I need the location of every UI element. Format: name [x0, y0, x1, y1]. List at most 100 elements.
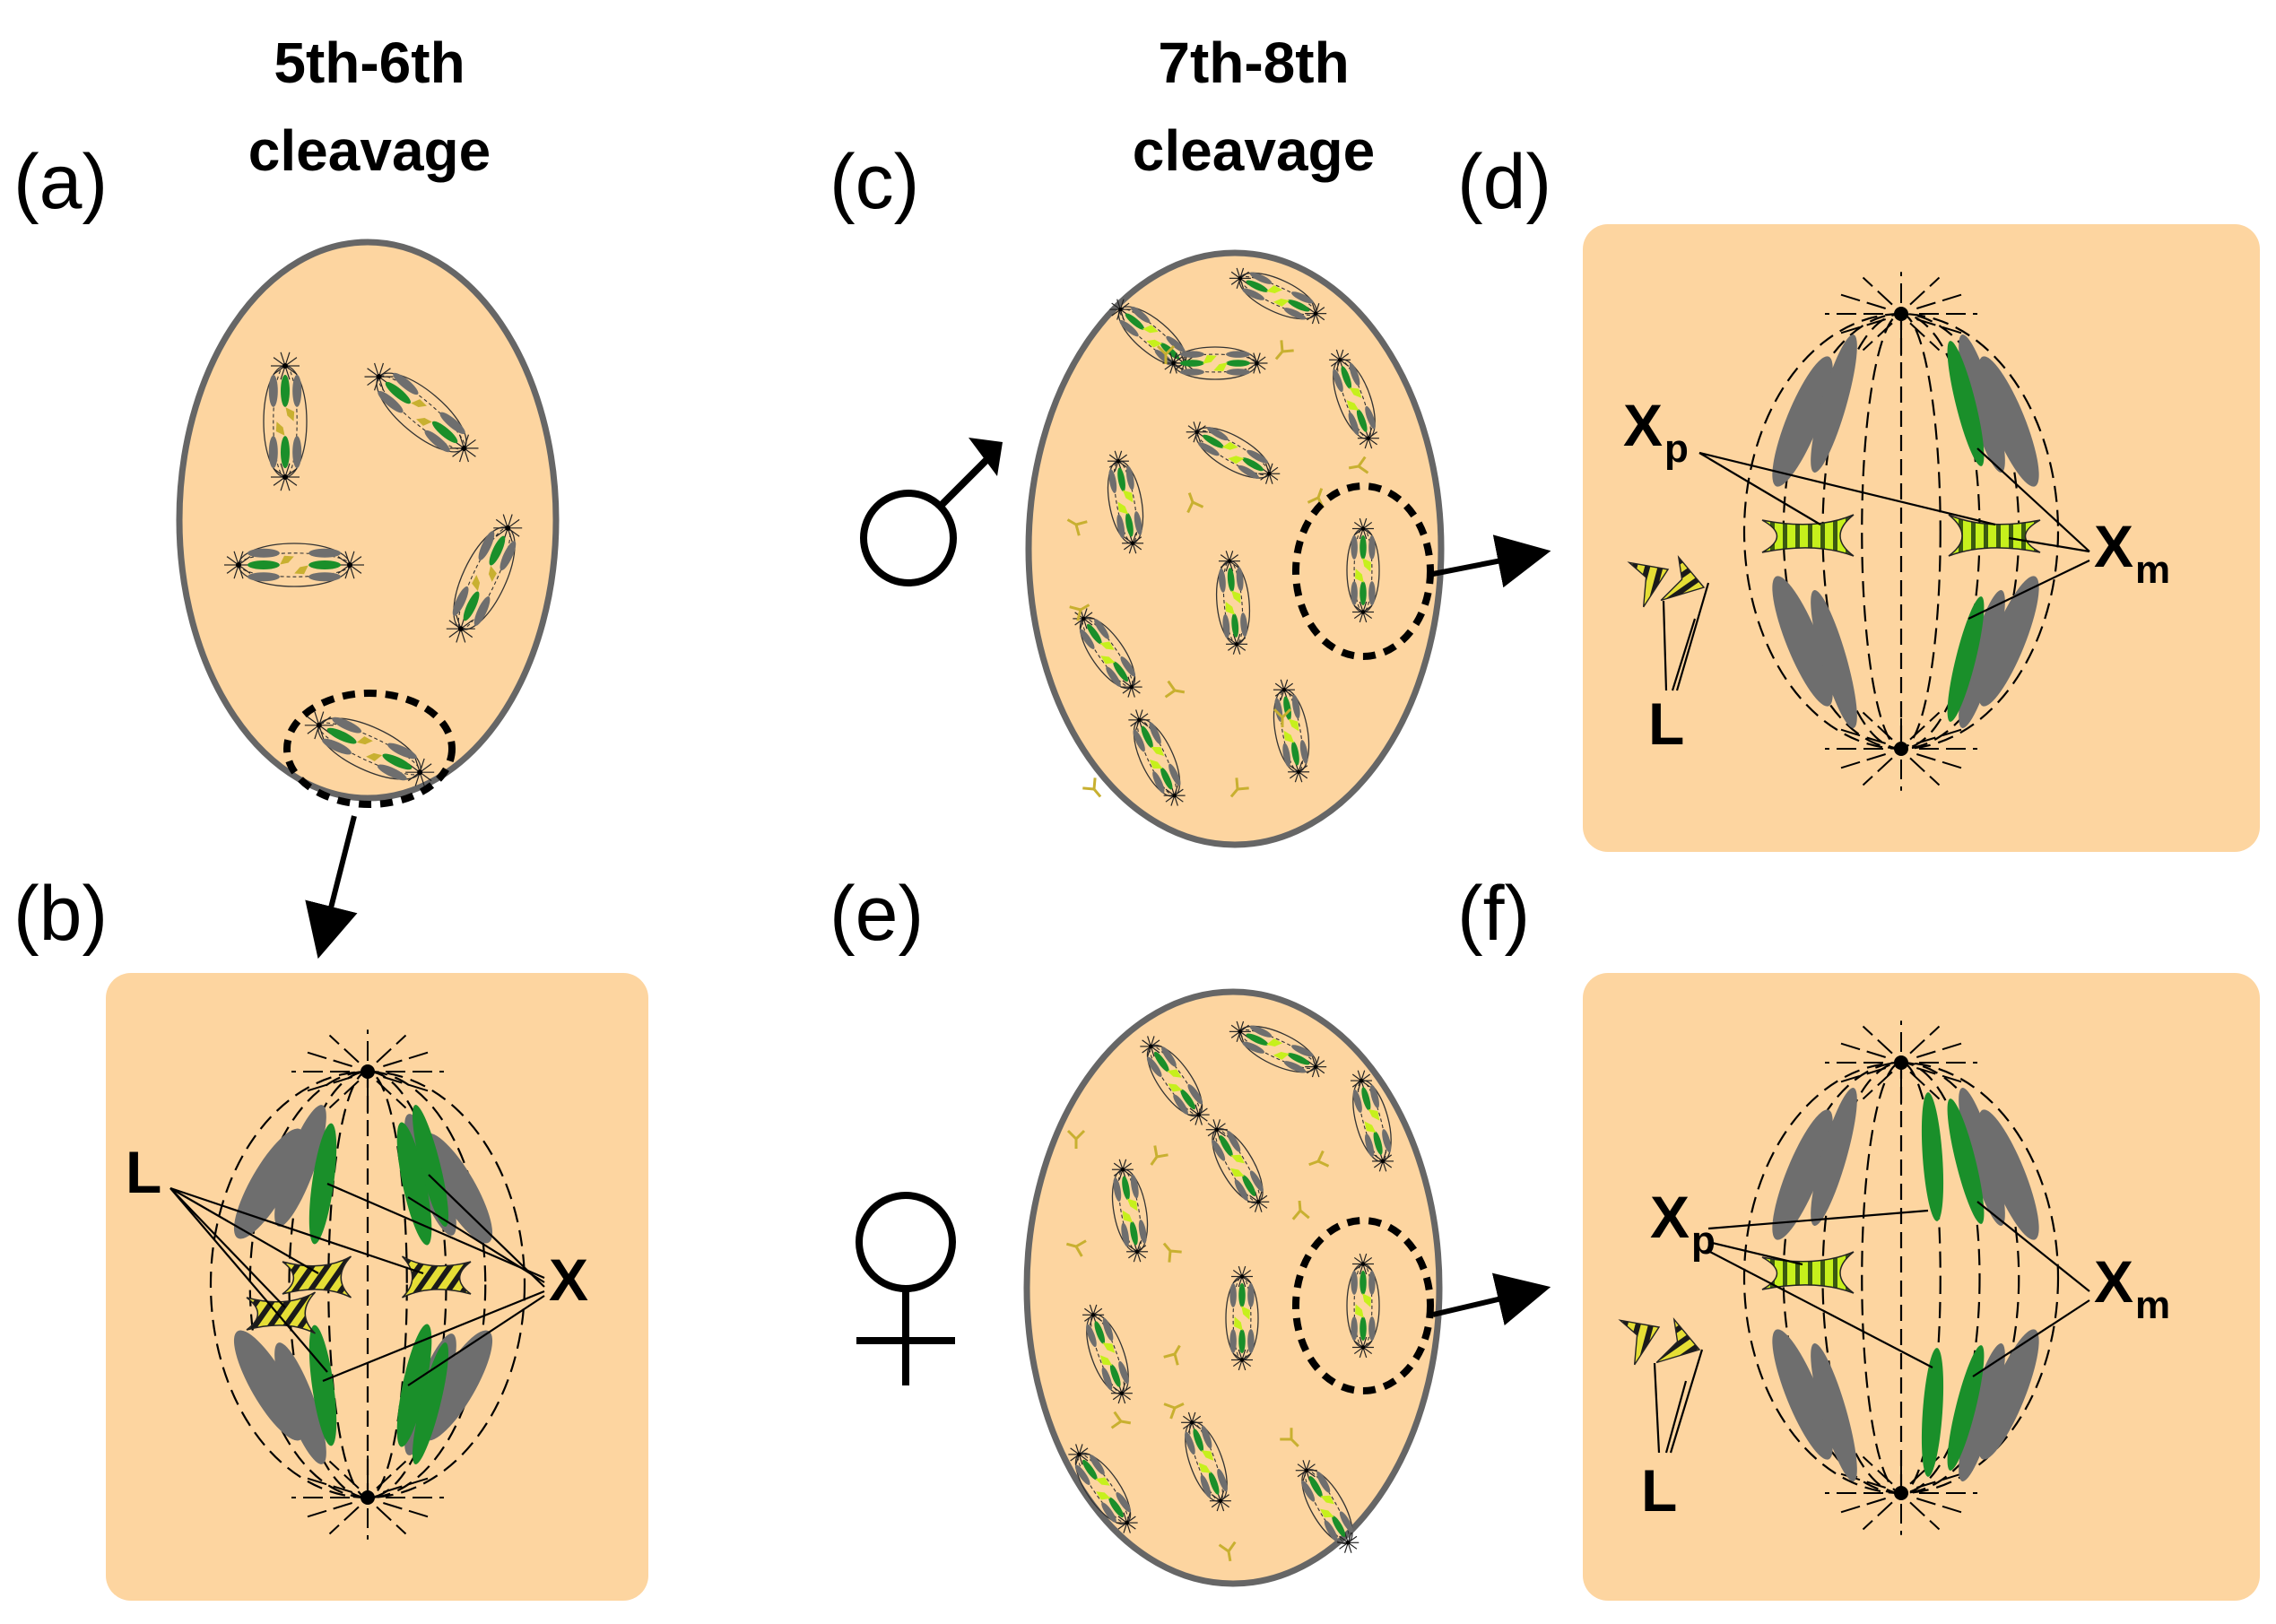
lagging-chromosome-L — [246, 1291, 317, 1334]
aster-ray — [1835, 1471, 1886, 1489]
eliminated-fragment — [1274, 340, 1294, 360]
centrosome — [1894, 742, 1908, 756]
autosome — [1106, 666, 1121, 687]
lagging-chromosome — [285, 407, 295, 421]
mini-spindle — [1350, 1070, 1394, 1172]
aster-ray — [1862, 711, 1893, 741]
x-chromosome — [1141, 725, 1153, 749]
zoom-arrow-male — [1432, 534, 1551, 588]
eliminated-fragment — [1150, 1145, 1168, 1166]
lagging-chromosome — [1203, 355, 1217, 364]
lagging-chromosome — [1225, 601, 1235, 615]
autosome — [1149, 722, 1161, 744]
fragment-arms — [1082, 777, 1102, 798]
aster-ray — [383, 1049, 434, 1067]
x-chromosome — [1219, 1135, 1233, 1157]
leader-line — [1976, 1201, 2090, 1292]
x-chromosome — [1208, 1472, 1220, 1495]
centrosome — [1238, 1029, 1243, 1034]
mini-spindle — [1346, 517, 1380, 623]
autosome — [1365, 405, 1376, 430]
x-chromosome — [1109, 1364, 1121, 1387]
centrosome — [461, 445, 467, 451]
lost-chromosome-L — [1655, 1316, 1701, 1364]
x-chromosome — [1361, 1087, 1371, 1111]
aster-ray — [376, 1034, 407, 1064]
eliminated-fragment — [1069, 604, 1090, 621]
centrosome — [1194, 430, 1199, 434]
centrosome — [1116, 458, 1121, 464]
autosome — [1125, 465, 1134, 491]
lagging-chromosome — [1320, 1495, 1335, 1505]
label-f-Xp-main: X — [1650, 1184, 1690, 1250]
x-chromosome — [1125, 313, 1145, 330]
eliminated-fragment — [1348, 456, 1369, 474]
centrosome — [1239, 1358, 1245, 1362]
autosome — [1351, 534, 1358, 560]
centrosome — [1239, 1274, 1245, 1279]
mini-spindle — [1229, 267, 1327, 325]
autosome — [378, 391, 404, 413]
mini-spindle — [263, 352, 308, 491]
autosome — [377, 764, 407, 781]
x-chromosome — [1947, 1099, 1985, 1224]
label-f-Xm-sub: m — [2135, 1283, 2170, 1327]
x-chromosome — [1193, 1429, 1204, 1452]
centrosome — [1366, 436, 1371, 440]
lagging-chromosome — [1230, 1154, 1246, 1164]
lagging-chromosome — [1273, 298, 1290, 307]
autosome — [1333, 369, 1343, 393]
leader-line — [322, 1290, 545, 1383]
autosome — [1772, 1109, 1833, 1240]
aster-ray — [1835, 726, 1886, 744]
aster-ray — [383, 1076, 434, 1094]
lagging-chromosome — [1266, 285, 1283, 294]
mini-spindle — [364, 362, 479, 463]
autosome — [1249, 1025, 1273, 1038]
x-chromosome — [1246, 1033, 1269, 1046]
lagging-chromosome — [1168, 1083, 1183, 1092]
autosome — [1187, 1084, 1203, 1105]
aster-ray — [1835, 291, 1886, 309]
spindle-fiber — [248, 1070, 487, 1499]
leader-line — [1653, 1362, 1661, 1454]
aster-ray — [1862, 1455, 1893, 1485]
autosome — [1236, 567, 1244, 592]
female-symbol — [856, 1192, 956, 1385]
autosome — [1352, 1089, 1362, 1113]
zoom-arrow-female — [1432, 1272, 1551, 1326]
centrosome — [417, 769, 423, 776]
aster-ray — [328, 1034, 360, 1064]
lagging-chromosome — [1146, 339, 1163, 348]
x-chromosome — [412, 1105, 449, 1227]
autosome — [322, 738, 352, 755]
aster-ray — [1916, 1067, 1968, 1085]
autosome — [1131, 306, 1151, 324]
lagging-chromosome — [1368, 1108, 1380, 1121]
autosome — [1959, 1343, 2005, 1481]
autosome — [1247, 1282, 1255, 1307]
aster-ray — [1909, 1071, 1941, 1100]
lagging-chromosome — [1142, 325, 1159, 334]
aster-ray — [1835, 1040, 1886, 1058]
autosome — [1166, 335, 1186, 352]
lagging-chromosome — [366, 752, 383, 761]
lagging-chromosome — [1149, 759, 1163, 769]
aster-ray — [1909, 1501, 1941, 1531]
aster-ray — [301, 1502, 352, 1520]
x-chromosome — [1117, 467, 1125, 492]
embryo-female-spindles — [1065, 1020, 1394, 1562]
embryo-early — [176, 239, 560, 960]
x-chromosome — [1360, 1316, 1367, 1342]
autosome — [1090, 1455, 1105, 1475]
centrosome — [1360, 1345, 1366, 1350]
autosome — [1226, 351, 1251, 358]
centrosome — [282, 474, 288, 480]
eliminated-fragment — [1218, 1541, 1237, 1562]
mini-spindle — [1128, 709, 1186, 806]
mini-spindle — [1225, 1265, 1259, 1371]
autosome — [292, 374, 302, 407]
leader-line — [1707, 1240, 1803, 1266]
mini-spindle — [446, 514, 523, 643]
centrosome — [1894, 307, 1908, 321]
